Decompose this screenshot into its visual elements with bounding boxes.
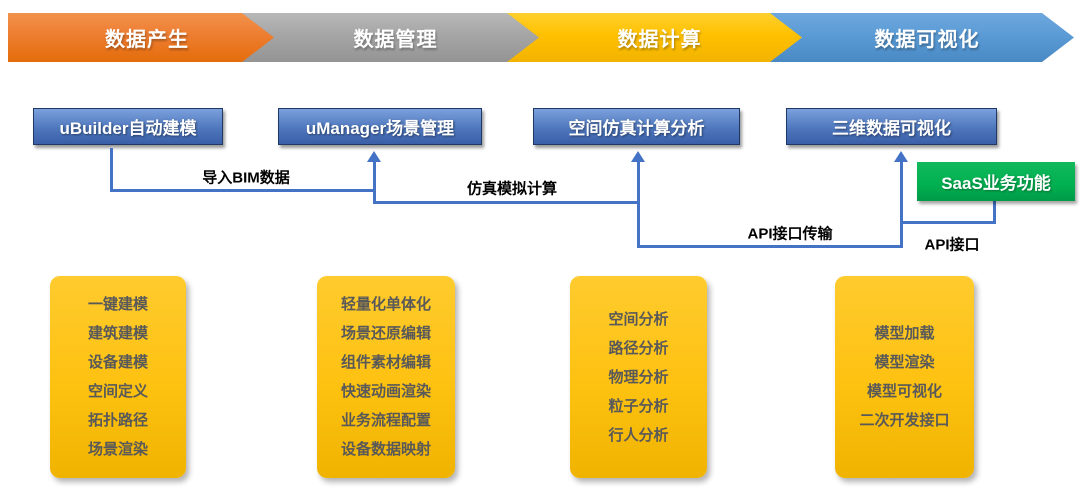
feature-item: 设备数据映射 (340, 441, 431, 458)
feature-item: 路径分析 (608, 339, 669, 357)
feature-item: 场景渲染 (87, 441, 148, 458)
connector-label-simulation: 仿真模拟计算 (466, 180, 558, 198)
feature-item: 组件素材编辑 (340, 354, 431, 371)
saas-label: SaaS业务功能 (941, 174, 1051, 193)
stage-data-computation: 数据计算 (505, 13, 802, 62)
stage-label: 数据计算 (617, 29, 702, 51)
feature-group-modeling: 一键建模 建筑建模 设备建模 空间定义 拓扑路径 场景渲染 (50, 276, 186, 478)
product-label: 空间仿真计算分析 (568, 119, 705, 138)
product-box-simulation-analysis: 空间仿真计算分析 (533, 108, 740, 145)
arrow-up-icon (631, 151, 645, 162)
stage-label: 数据管理 (353, 29, 438, 51)
connector-line (373, 161, 376, 204)
product-label: uBuilder自动建模 (59, 119, 197, 138)
feature-item: 二次开发接口 (859, 412, 950, 429)
feature-item: 设备建模 (87, 354, 148, 371)
connector-line (110, 148, 113, 190)
feature-item: 建筑建模 (87, 325, 148, 342)
product-label: 三维数据可视化 (832, 119, 951, 138)
product-box-umanager: uManager场景管理 (278, 108, 482, 145)
product-label: uManager场景管理 (305, 119, 455, 138)
connector-label-api: API接口 (924, 236, 980, 254)
feature-item: 空间分析 (608, 310, 669, 328)
feature-item: 物理分析 (608, 368, 669, 386)
connector-line (900, 221, 996, 224)
connector-label-import-bim: 导入BIM数据 (202, 169, 290, 187)
arrow-up-icon (367, 151, 381, 162)
connector-line (637, 245, 903, 248)
product-box-3d-visualization: 三维数据可视化 (786, 108, 997, 145)
feature-item: 拓扑路径 (87, 412, 148, 429)
stage-label: 数据产生 (105, 29, 189, 51)
arrow-up-icon (894, 151, 908, 162)
stage-data-visualization: 数据可视化 (768, 13, 1074, 62)
feature-item: 快速动画渲染 (340, 383, 431, 400)
feature-item: 业务流程配置 (340, 412, 431, 429)
feature-item: 空间定义 (87, 383, 148, 400)
feature-item: 场景还原编辑 (340, 325, 431, 342)
connector-line (900, 161, 903, 248)
feature-group-scene-management: 轻量化单体化 场景还原编辑 组件素材编辑 快速动画渲染 业务流程配置 设备数据映… (317, 276, 455, 478)
connector-line (373, 201, 640, 204)
feature-item: 一键建模 (87, 296, 148, 313)
connector-label-api-transfer: API接口传输 (747, 225, 833, 243)
feature-item: 轻量化单体化 (340, 296, 431, 313)
stage-data-management: 数据管理 (240, 13, 539, 62)
feature-group-analysis: 空间分析 路径分析 物理分析 粒子分析 行人分析 (570, 276, 707, 478)
stage-data-generation: 数据产生 (8, 13, 274, 62)
feature-group-rendering: 模型加载 模型渲染 模型可视化 二次开发接口 (835, 276, 974, 478)
product-box-ubuilder: uBuilder自动建模 (33, 108, 223, 145)
feature-item: 粒子分析 (608, 397, 669, 415)
feature-item: 模型可视化 (866, 383, 942, 400)
feature-item: 模型加载 (874, 325, 935, 342)
saas-box: SaaS业务功能 (917, 162, 1075, 201)
stage-label: 数据可视化 (874, 29, 980, 51)
connector-line (993, 201, 996, 224)
feature-item: 行人分析 (608, 426, 669, 444)
connector-line (637, 161, 640, 248)
feature-item: 模型渲染 (874, 354, 935, 371)
connector-line (110, 189, 376, 192)
